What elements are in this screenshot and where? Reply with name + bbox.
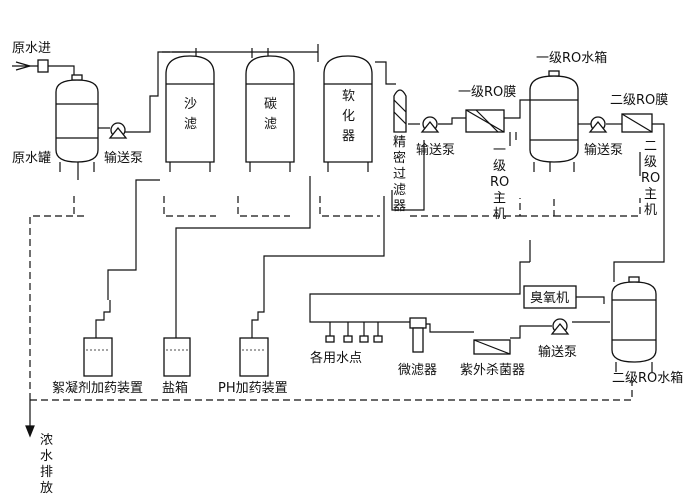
header-taps	[195, 48, 269, 58]
label-raw-water-tank: 原水罐	[12, 151, 51, 166]
label-micro: 微滤器	[398, 363, 437, 378]
label-salt: 盐箱	[162, 380, 188, 396]
label-soft-3: 器	[342, 129, 355, 144]
label-carbon-1: 碳	[264, 97, 277, 112]
label-soft-1: 软	[342, 89, 355, 104]
label-soft-2: 化	[342, 109, 355, 124]
pipe-micro-use	[309, 261, 530, 323]
ro2-tank[interactable]	[611, 276, 657, 372]
ph-dosing[interactable]	[239, 300, 269, 377]
label-carbon-2: 滤	[264, 117, 277, 132]
flocculant-dosing[interactable]	[83, 300, 113, 377]
pipe-ozone	[576, 296, 605, 304]
label-precision-2: 密	[393, 150, 406, 166]
label-pump3: 输送泵	[584, 142, 623, 158]
pump-4[interactable]	[550, 318, 570, 335]
pipe-pump2-ro1	[438, 117, 466, 125]
top-header	[162, 44, 319, 62]
label-ro2host-5: 机	[644, 203, 657, 218]
label-ro2host-2: 级	[644, 155, 657, 170]
label-pump4: 输送泵	[538, 344, 577, 360]
drain-upper-right	[460, 198, 641, 217]
pipe-soft-precision	[375, 61, 396, 85]
label-ro2host-4: 主	[644, 187, 657, 202]
salt-tank[interactable]	[163, 308, 191, 377]
drain-lines	[25, 196, 641, 438]
pipe-pump4-uv	[510, 325, 552, 339]
label-ozone: 臭氧机	[530, 291, 569, 306]
label-concentrate-1: 浓	[40, 433, 53, 448]
label-use-points: 各用水点	[310, 350, 362, 366]
label-ro1host-5: 机	[493, 207, 506, 222]
ro2-membrane[interactable]	[621, 113, 653, 133]
ro1-host-link	[509, 132, 517, 146]
label-ro2host-1: 二	[644, 139, 657, 154]
label-pump1: 输送泵	[104, 150, 143, 166]
pump-1[interactable]	[108, 122, 128, 139]
label-ro2-tank: 二级RO水箱	[612, 370, 683, 386]
label-precision-5: 器	[393, 199, 406, 214]
pipe-concentrate-up	[391, 140, 425, 211]
label-ro1host-3: RO	[490, 175, 509, 190]
labels: 原水进 原水罐 输送泵 沙 滤 碳 滤 软 化 器 精 密 过 滤 器 输送泵 …	[12, 41, 683, 496]
pipe-salt-dose	[175, 176, 311, 308]
ro1-tank[interactable]	[529, 70, 579, 172]
sand-filter[interactable]	[165, 55, 215, 172]
label-ph: PH加药装置	[218, 381, 288, 396]
label-ro1host-1: 一	[493, 143, 506, 158]
label-ro1-membrane: 一级RO膜	[458, 85, 516, 100]
use-points[interactable]	[325, 322, 383, 343]
label-precision-3: 过	[393, 167, 406, 182]
drain-lower	[30, 380, 633, 401]
label-ro1-tank: 一级RO水箱	[536, 50, 607, 66]
label-ro1host-2: 级	[493, 159, 506, 174]
pipe-floc-dose	[107, 179, 160, 300]
pump-2[interactable]	[420, 116, 440, 133]
carbon-filter[interactable]	[245, 55, 295, 172]
label-raw-water-in: 原水进	[12, 41, 51, 56]
label-ro1host-4: 主	[493, 191, 506, 206]
ro1-membrane[interactable]	[465, 109, 505, 133]
pump-3[interactable]	[588, 116, 608, 133]
ozone-generator[interactable]	[523, 285, 577, 309]
inlet-arrow	[15, 61, 33, 71]
label-precision-1: 精	[393, 135, 406, 150]
label-flocculant: 絮凝剂加药装置	[52, 380, 143, 396]
inlet-valve	[37, 59, 49, 73]
label-pump2: 输送泵	[416, 142, 455, 158]
raw-water-tank[interactable]	[55, 74, 99, 172]
label-concentrate-3: 排	[40, 465, 53, 480]
concentrate-arrow	[25, 425, 35, 438]
label-concentrate-2: 水	[40, 449, 53, 464]
precision-filter[interactable]	[393, 89, 407, 133]
microfilter[interactable]	[409, 317, 427, 353]
pipe-ro2-tank2	[613, 144, 665, 282]
label-sand-2: 滤	[184, 117, 197, 132]
softener[interactable]	[323, 55, 373, 172]
pipe-ro1-tank	[504, 99, 530, 119]
label-sand-1: 沙	[184, 97, 197, 112]
pipe-ph-dose	[263, 196, 385, 300]
label-concentrate-4: 放	[40, 481, 53, 496]
uv-sterilizer[interactable]	[473, 339, 511, 355]
pipe-ro2-out	[652, 123, 665, 144]
label-ro2-membrane: 二级RO膜	[610, 93, 668, 108]
label-precision-4: 滤	[393, 183, 406, 198]
label-ro2host-3: RO	[641, 171, 660, 186]
label-uv: 紫外杀菌器	[460, 363, 525, 378]
